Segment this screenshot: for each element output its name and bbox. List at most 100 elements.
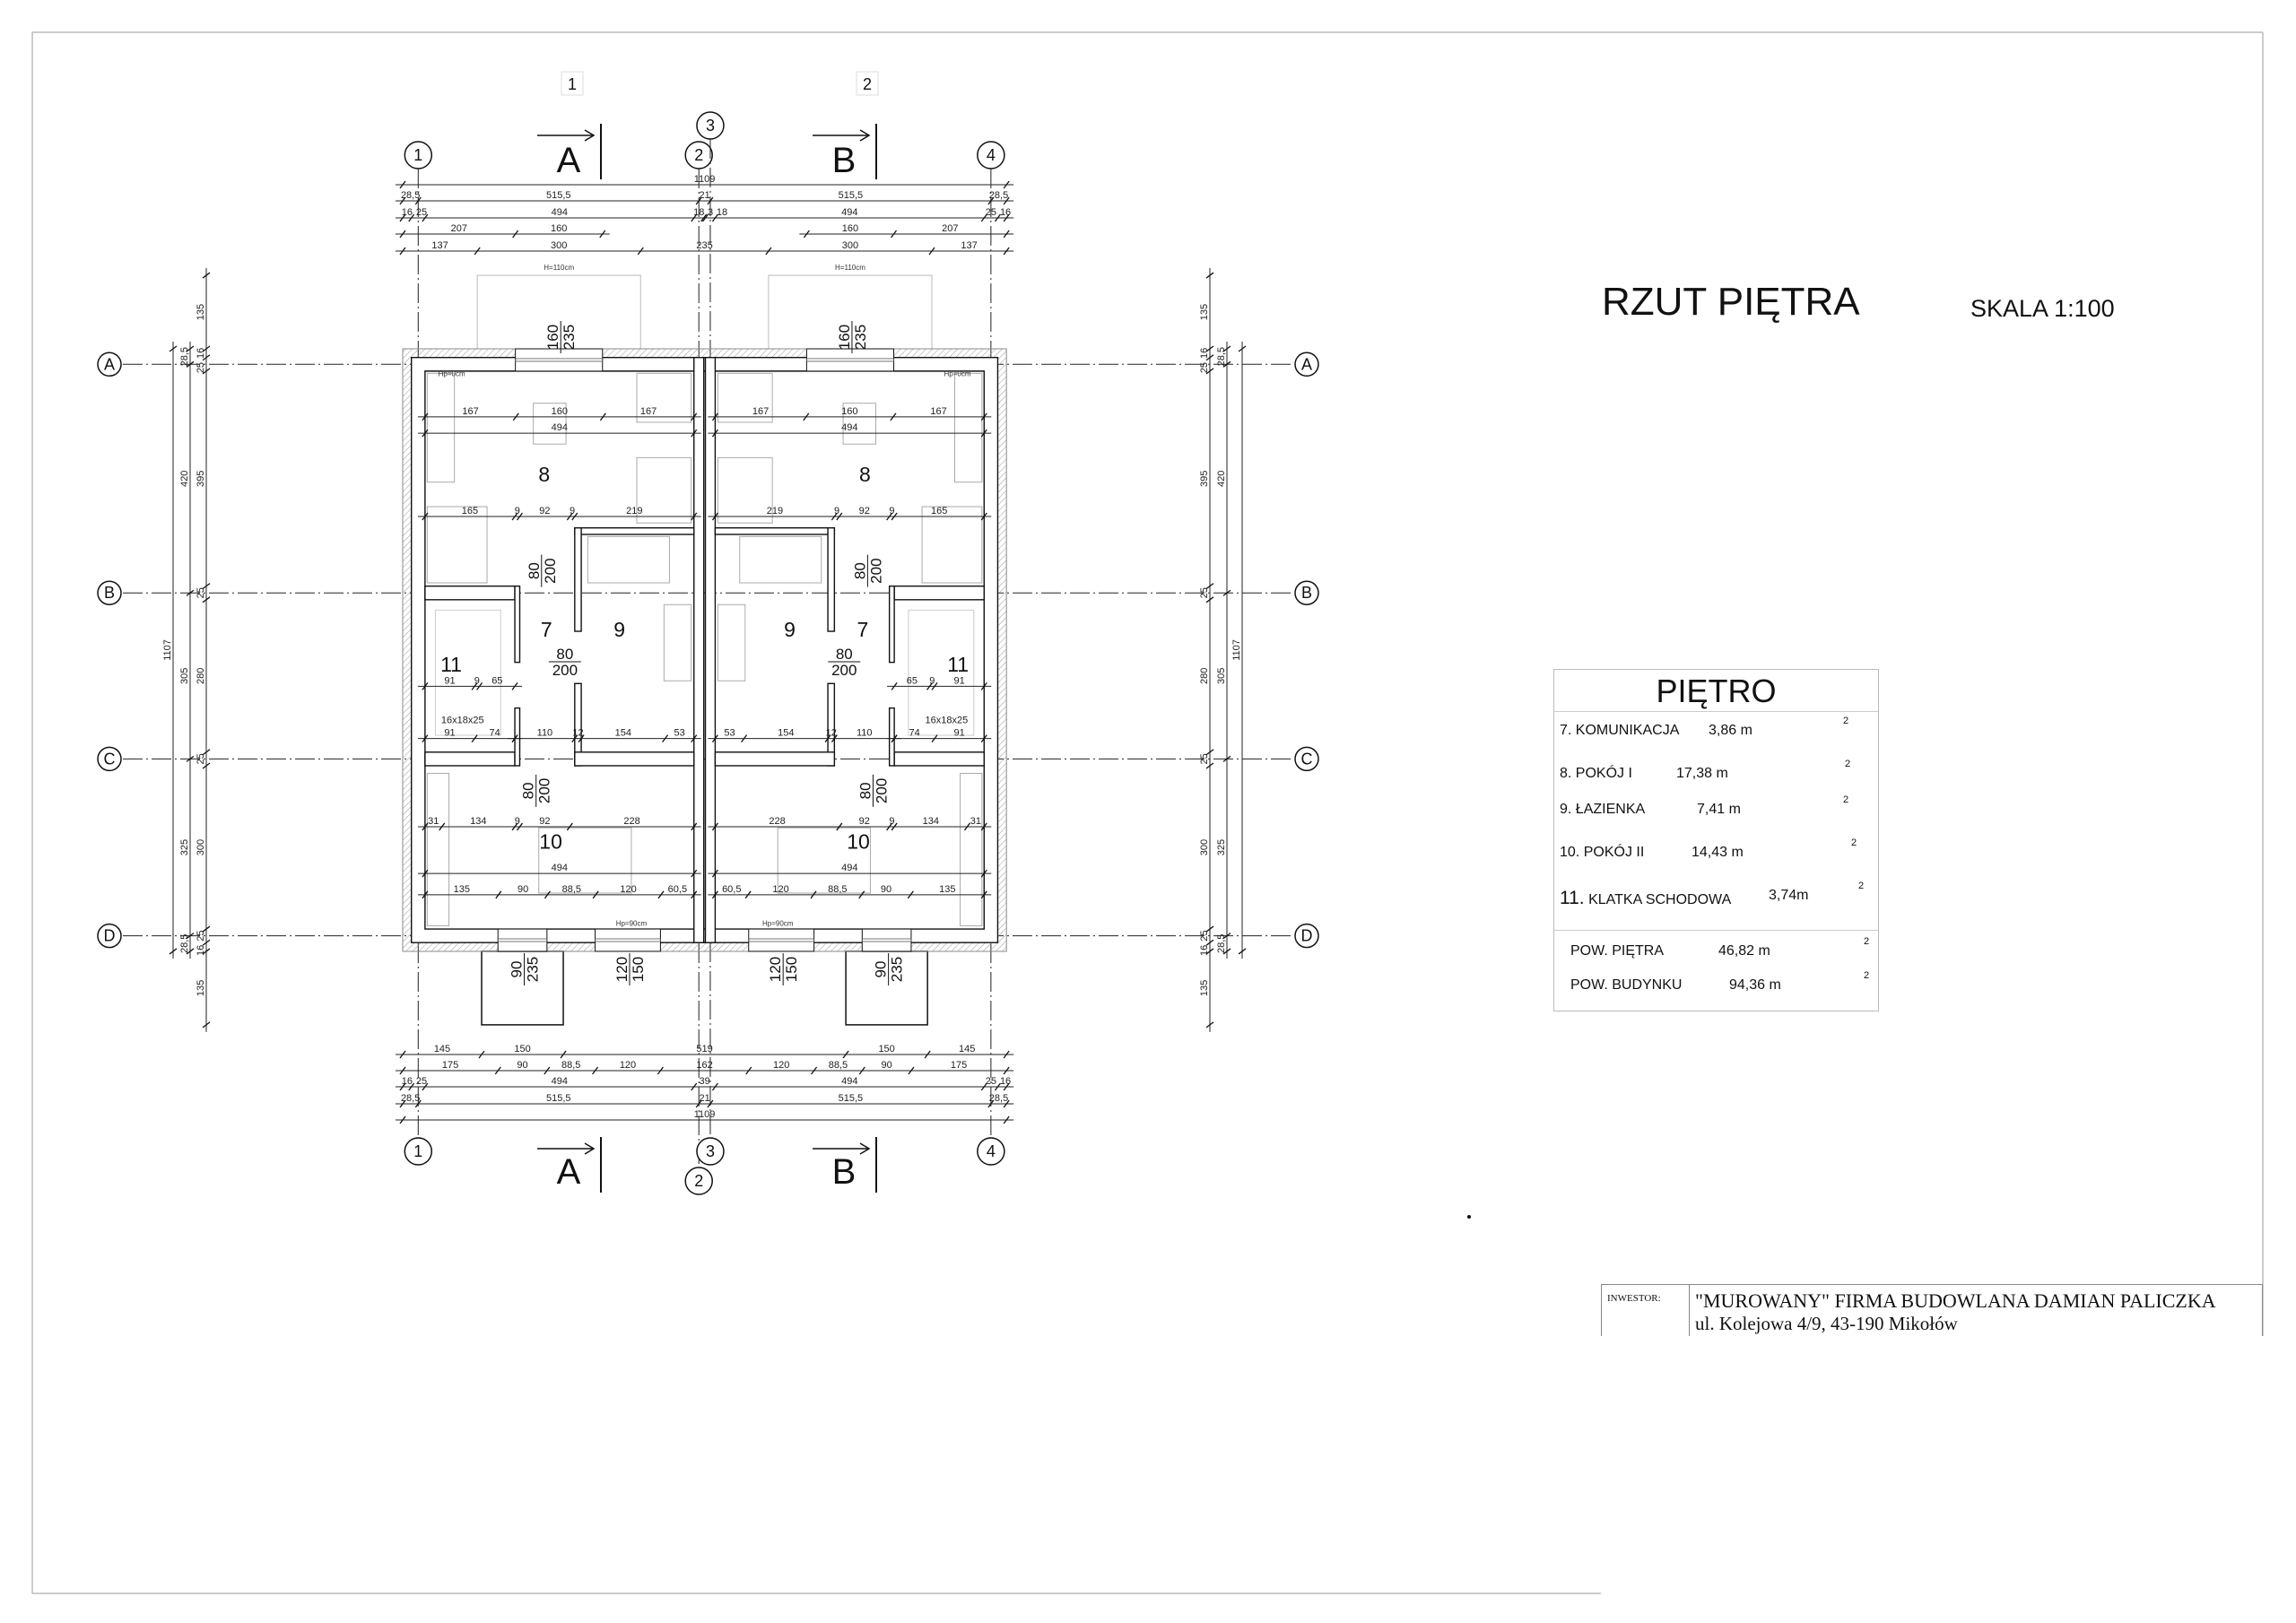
- dim-value: 420: [1216, 471, 1227, 487]
- investor-name: "MUROWANY" FIRMA BUDOWLANA DAMIAN PALICZ…: [1695, 1289, 2216, 1312]
- dim-value: 325: [1216, 839, 1227, 855]
- dim-tick: [695, 1099, 702, 1108]
- dim-value: 160: [551, 223, 567, 234]
- section-arrowhead-icon: [584, 1142, 596, 1155]
- dim-tick: [414, 196, 422, 205]
- axis-label: C: [1301, 750, 1313, 768]
- dim-tick: [408, 213, 415, 222]
- room-name: KOMUNIKACJA: [1575, 723, 1680, 738]
- dim-tick: [691, 1082, 698, 1091]
- bathtub: [739, 535, 822, 584]
- interior-wall: [888, 585, 895, 664]
- area-unit-superscript: 2: [1864, 970, 1870, 981]
- area-unit-superscript: 2: [1851, 838, 1857, 848]
- dim-tick: [691, 213, 698, 222]
- opening-height: 200: [831, 662, 857, 679]
- dim-value: 31: [428, 816, 439, 827]
- stairs-note: 16x18x25: [926, 716, 969, 726]
- wardrobe: [636, 456, 692, 524]
- dim-tick: [399, 180, 406, 189]
- room-number: 11.: [1560, 888, 1585, 908]
- dim-tick: [571, 512, 578, 521]
- dim-tick: [691, 429, 698, 438]
- opening-width: 80: [857, 782, 874, 799]
- dim-tick: [571, 734, 578, 743]
- interior-wall: [424, 751, 516, 767]
- dim-tick: [599, 412, 606, 421]
- dim-value: 25: [416, 207, 427, 218]
- axis-label: 3: [706, 1142, 715, 1160]
- dim-tick: [422, 681, 429, 690]
- dim-value: 25: [196, 362, 206, 373]
- dim-tick: [707, 196, 714, 205]
- stair-outline: [434, 609, 501, 736]
- room-number: 10: [847, 829, 870, 853]
- dim-value: 137: [431, 240, 448, 251]
- dim-value: 91: [444, 675, 455, 686]
- axis-label: A: [104, 355, 115, 373]
- dim-tick: [186, 948, 195, 955]
- window: [861, 928, 912, 952]
- bed: [921, 506, 983, 584]
- room-number: 11: [440, 653, 462, 676]
- dim-tick: [1003, 213, 1010, 222]
- dim-tick: [711, 869, 718, 878]
- dim-value: 53: [674, 728, 685, 739]
- dim-value: 92: [859, 816, 870, 827]
- dim-value: 494: [841, 207, 857, 218]
- room-number: 10.: [1560, 845, 1580, 860]
- room-number: 8: [859, 463, 871, 486]
- section-letter: A: [557, 141, 581, 180]
- dim-tick: [1205, 749, 1214, 756]
- axis-bubble: [684, 1167, 713, 1195]
- dim-value: 25: [1199, 587, 1210, 598]
- dim-value: 16: [1199, 945, 1210, 956]
- dim-tick: [202, 762, 211, 769]
- dim-value: 325: [179, 839, 190, 855]
- dim-tick: [691, 822, 698, 831]
- dim-tick: [1205, 345, 1214, 352]
- dim-tick: [858, 890, 865, 899]
- opening-height: 235: [525, 957, 542, 982]
- dim-value: 88,5: [829, 1060, 848, 1071]
- dim-tick: [399, 213, 406, 222]
- dim-value: 494: [841, 422, 857, 433]
- room-area: 3,86 m: [1709, 723, 1752, 738]
- drawing-title: RZUT PIĘTRA: [1602, 280, 1860, 324]
- dim-value: 135: [196, 980, 206, 996]
- opening-width: 160: [836, 325, 853, 350]
- sill-note: Hp=0cm: [944, 369, 971, 378]
- dim-value: 9: [834, 506, 839, 516]
- dim-tick: [980, 1082, 987, 1091]
- dim-tick: [186, 360, 195, 368]
- dim-tick: [711, 412, 718, 421]
- dim-value: 135: [1199, 980, 1210, 996]
- dim-tick: [511, 734, 518, 743]
- dim-tick: [891, 512, 898, 521]
- dim-tick: [924, 1050, 931, 1059]
- axis-label: 4: [987, 146, 996, 164]
- dim-value: 16: [402, 207, 413, 218]
- dim-value: 28,5: [989, 1093, 1008, 1104]
- axis-label: 4: [987, 1142, 996, 1160]
- dim-tick: [422, 734, 429, 743]
- dim-tick: [811, 1066, 818, 1075]
- room-number: 7.: [1560, 723, 1572, 738]
- opening-height: 200: [867, 558, 884, 583]
- dim-tick: [711, 512, 718, 521]
- dim-tick: [474, 247, 481, 256]
- dim-value: 90: [517, 1060, 527, 1071]
- room-number: 8: [538, 463, 550, 486]
- room-name: POKÓJ II: [1583, 845, 1645, 860]
- dim-value: 16: [196, 945, 206, 956]
- dim-tick: [1205, 939, 1214, 946]
- dim-value: 25: [196, 753, 206, 764]
- wardrobe: [717, 456, 773, 524]
- axis-label: D: [104, 927, 116, 945]
- room-area: 14,43 m: [1692, 845, 1744, 860]
- room-name: KLATKA SCHODOWA: [1588, 892, 1732, 907]
